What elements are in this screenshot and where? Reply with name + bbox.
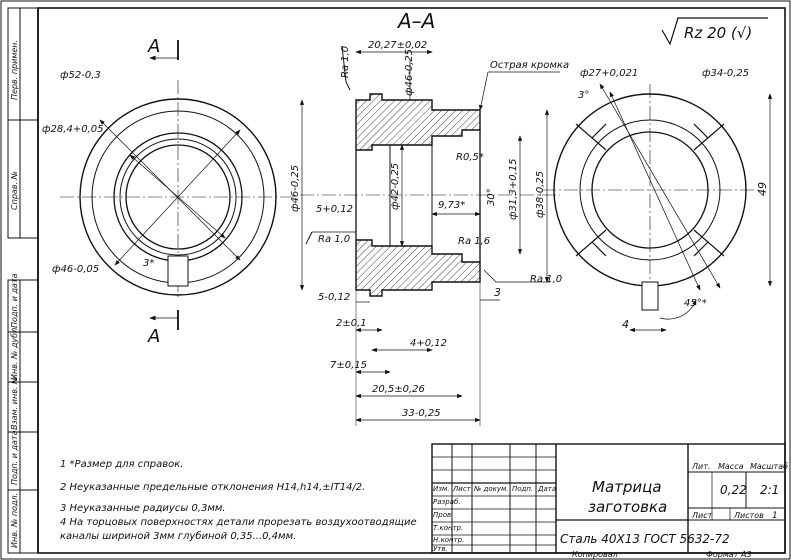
edge-note: Острая кромка: [490, 60, 569, 71]
dim-5-bottom: 5-0,12: [318, 292, 350, 303]
left-view: [60, 40, 296, 330]
dim-3: 3: [494, 286, 501, 299]
left-d28: ф28,4+0,05: [42, 124, 103, 135]
right-angle3: 3°: [578, 90, 589, 101]
part-name-2: заготовка: [588, 498, 667, 516]
dim-r05: R0,5*: [456, 152, 484, 163]
col-list: Лист: [452, 485, 472, 493]
dim-7: 7±0,15: [330, 360, 367, 371]
dim-d46-top: ф46-0,25: [404, 49, 415, 96]
dim-20-5: 20,5±0,26: [372, 384, 425, 395]
row-tkontr: Т.контр.: [433, 524, 463, 532]
section-title: А–А: [396, 9, 435, 33]
dim-ra10-bottom: Ra 1,0: [530, 274, 562, 285]
material: Сталь 40Х13 ГОСТ 5632-72: [560, 532, 730, 546]
row-nkontr: Н.контр.: [433, 536, 464, 544]
section-view: [299, 45, 560, 426]
row-razrab: Разраб.: [433, 498, 461, 506]
part-name-1: Матрица: [592, 478, 662, 496]
dim-ra10-top: Ra 1,0: [340, 46, 351, 78]
cut-label-bottom: А: [147, 326, 160, 347]
dim-30: 30°: [486, 188, 497, 206]
dim-4: 4+0,12: [410, 338, 447, 349]
side-stamp-1: Перв. примен.: [10, 40, 19, 100]
dim-2: 2±0,1: [336, 318, 367, 329]
dim-d42: ф42-0,25: [390, 163, 401, 210]
roughness-text: Rz 20 (√): [684, 24, 752, 42]
dim-ra10-left: Ra 1,0: [318, 234, 350, 245]
right-d34: ф34-0,25: [702, 68, 749, 79]
scale-label: Масштаб: [750, 462, 788, 471]
lit-label: Лит.: [691, 462, 710, 471]
side-stamp-3: Подп. и дата: [10, 273, 19, 328]
cut-label-top: А: [147, 36, 160, 57]
side-stamp-7: Инв. № подл.: [10, 493, 19, 548]
side-stamp-6: Подп. и дата: [10, 430, 19, 485]
format-label: Формат А3: [706, 550, 752, 559]
dim-33: 33-0,25: [402, 408, 441, 419]
side-stamp-5: Взам. инв. №: [10, 376, 19, 430]
right-height49: 49: [756, 182, 769, 196]
dim-d46-side: ф46-0,25: [290, 165, 301, 212]
note-2: 2 Неуказанные предельные отклонения H14,…: [60, 482, 365, 493]
dim-5-top: 5+0,12: [316, 204, 353, 215]
copied-label: Копировал: [572, 550, 618, 559]
note-4: 4 На торцовых поверхностях детали прорез…: [60, 517, 417, 528]
dim-20-27: 20,27±0,02: [368, 40, 427, 51]
left-d46: ф46-0,05: [52, 264, 99, 275]
mass-value: 0,22: [720, 483, 747, 497]
title-block: [431, 443, 786, 554]
row-prov: Пров.: [433, 511, 453, 519]
left-d52: ф52-0,3: [60, 70, 101, 81]
note-3: 3 Неуказанные радиусы 0,3мм.: [60, 503, 226, 514]
dim-d38: ф38-0,25: [535, 171, 546, 218]
right-d27: ф27+0,021: [580, 68, 638, 79]
dim-d31: ф31,3+0,15: [508, 159, 519, 220]
col-doc: № докум.: [473, 485, 509, 493]
right-slot4: 4: [622, 318, 629, 331]
scale-value: 2:1: [760, 483, 779, 497]
col-izm: Изм.: [433, 485, 449, 493]
dim-ra16: Ra 1,6: [458, 236, 490, 247]
right-angle45: 45°*: [684, 298, 707, 309]
side-stamp-2: Справ. №: [10, 171, 19, 210]
sheets-value: 1: [772, 511, 778, 521]
right-view: [542, 83, 773, 333]
sheet-label: Лист: [691, 511, 713, 520]
left-angle3: 3*: [143, 258, 154, 269]
note-5: каналы шириной 3мм глубиной 0,35...0,4мм…: [60, 530, 296, 542]
row-utv: Утв.: [433, 545, 448, 553]
mass-label: Масса: [718, 462, 744, 471]
note-1: 1 *Размер для справок.: [60, 459, 183, 470]
roughness-symbol: Rz 20 (√): [661, 17, 768, 46]
technical-notes: 1 *Размер для справок. 2 Неуказанные пре…: [60, 459, 417, 542]
col-date: Дата: [537, 485, 556, 493]
title-block-text: Изм. Лист № докум. Подп. Дата Разраб. Пр…: [433, 462, 788, 559]
side-stamps: Перв. примен. Справ. № Подп. и дата Инв.…: [10, 40, 19, 548]
dim-9-73: 9,73*: [438, 200, 465, 211]
side-stamp-4: Инв. № дубл.: [10, 325, 19, 380]
sheets-label: Листов: [733, 511, 764, 520]
col-sign: Подп.: [512, 485, 533, 493]
